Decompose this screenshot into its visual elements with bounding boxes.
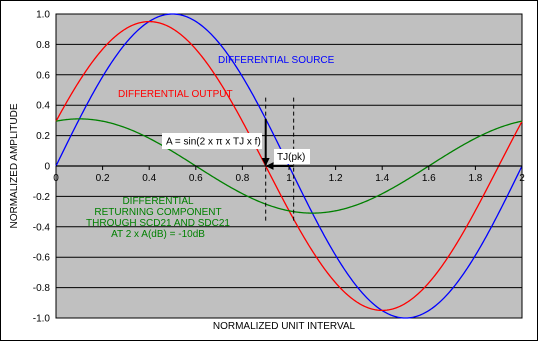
y-tick-label: -1.0 — [33, 314, 51, 325]
tj-label: TJ(pk) — [277, 152, 305, 163]
x-tick-label: 0.4 — [142, 173, 156, 184]
series-line-returning — [55, 118, 523, 214]
label-returning-component: DIFFERENTIAL — [122, 196, 194, 207]
tj-box — [274, 149, 310, 164]
x-tick-label: 1.2 — [329, 173, 343, 184]
x-tick-label: 1.4 — [375, 173, 389, 184]
y-tick-label: 0 — [44, 162, 50, 173]
y-tick-label: -0.4 — [33, 222, 51, 233]
x-tick-label: 2 — [519, 173, 525, 184]
y-axis-title: NORMALIZED AMPLITUDE — [9, 103, 20, 228]
y-tick-label: 0.6 — [36, 70, 50, 81]
x-tick-label: 1 — [286, 173, 292, 184]
x-tick-label: 0.2 — [96, 173, 110, 184]
y-tick-label: 0.4 — [36, 101, 50, 112]
x-axis-title: NORMALIZED UNIT INTERVAL — [213, 321, 356, 332]
x-tick-label: 0 — [53, 173, 59, 184]
y-tick-label: 1.0 — [36, 10, 50, 21]
x-tick-label: 0.6 — [189, 173, 203, 184]
annotations: DIFFERENTIAL SOURCE DIFFERENTIAL OUTPUT DI… — [86, 55, 335, 240]
y-tick-label: -0.8 — [33, 283, 51, 294]
y-tick-label: 0.2 — [36, 131, 50, 142]
formula-label: A = sin(2 x π x TJ x f) — [166, 137, 261, 148]
label-returning-component: RETURNING COMPONENT — [94, 207, 221, 218]
formula-box — [162, 133, 262, 149]
y-tick-label: -0.2 — [33, 192, 51, 203]
label-differential-source: DIFFERENTIAL SOURCE — [218, 55, 335, 66]
label-differential-output: DIFFERENTIAL OUTPUT — [118, 89, 233, 100]
label-returning-component: AT 2 x A(dB) = -10dB — [111, 229, 205, 240]
x-tick-label: 0.8 — [235, 173, 249, 184]
y-tick-label: 0.8 — [36, 40, 50, 51]
x-tick-label: 1.8 — [468, 173, 482, 184]
x-tick-label: 1.6 — [422, 173, 436, 184]
label-returning-component: THROUGH SCD21 AND SDC21 — [86, 218, 230, 229]
y-tick-label: -0.6 — [33, 253, 51, 264]
